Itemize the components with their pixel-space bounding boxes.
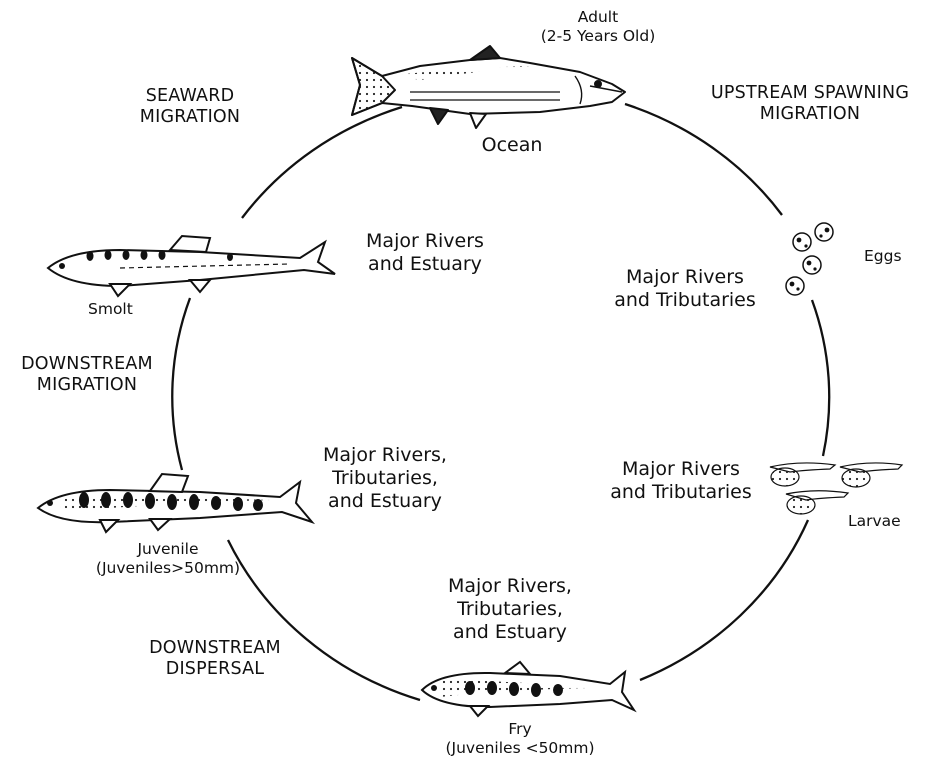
smolt-habitat-line-2: and Estuary bbox=[350, 253, 500, 276]
eggs-habitat-line-1: Major Rivers bbox=[600, 266, 770, 289]
eggs-habitat-line-2: and Tributaries bbox=[600, 289, 770, 312]
adult-stage-label: Adult (2-5 Years Old) bbox=[518, 8, 678, 45]
fry-stage-label: Fry (Juveniles <50mm) bbox=[430, 720, 610, 757]
larvae-illustration bbox=[770, 463, 902, 514]
larvae-habitat-line-1: Major Rivers bbox=[596, 458, 766, 481]
downstream-line-2: MIGRATION bbox=[2, 375, 172, 396]
seaward-line-2: MIGRATION bbox=[110, 107, 270, 128]
juvenile-habitat-label: Major Rivers, Tributaries, and Estuary bbox=[310, 444, 460, 512]
ocean-habitat-label: Ocean bbox=[452, 134, 572, 157]
eggs-illustration bbox=[786, 223, 833, 295]
downstream-line-1: DOWNSTREAM bbox=[2, 354, 172, 375]
juvenile-size: (Juveniles>50mm) bbox=[78, 559, 258, 578]
downstream-dispersal-line-1: DOWNSTREAM bbox=[130, 638, 300, 659]
fry-size: (Juveniles <50mm) bbox=[430, 739, 610, 758]
juvenile-habitat-line-2: Tributaries, bbox=[310, 467, 460, 490]
seaward-migration-label: SEAWARD MIGRATION bbox=[110, 86, 270, 128]
larvae-stage-label: Larvae bbox=[848, 512, 901, 531]
juvenile-habitat-line-1: Major Rivers, bbox=[310, 444, 460, 467]
larvae-habitat-label: Major Rivers and Tributaries bbox=[596, 458, 766, 504]
adult-salmon-illustration bbox=[352, 46, 625, 128]
eggs-stage-label: Eggs bbox=[864, 247, 902, 266]
fry-habitat-line-3: and Estuary bbox=[435, 621, 585, 644]
smolt-habitat-line-1: Major Rivers bbox=[350, 230, 500, 253]
upstream-spawning-line-1: UPSTREAM SPAWNING bbox=[690, 83, 929, 104]
smolt-stage-label: Smolt bbox=[88, 300, 133, 319]
smolt-habitat-label: Major Rivers and Estuary bbox=[350, 230, 500, 276]
adult-name: Adult bbox=[518, 8, 678, 27]
juvenile-stage-label: Juvenile (Juveniles>50mm) bbox=[78, 540, 258, 577]
downstream-migration-label: DOWNSTREAM MIGRATION bbox=[2, 354, 172, 396]
upstream-spawning-migration-label: UPSTREAM SPAWNING MIGRATION bbox=[690, 83, 929, 125]
eggs-habitat-label: Major Rivers and Tributaries bbox=[600, 266, 770, 312]
juvenile-name: Juvenile bbox=[78, 540, 258, 559]
smolt-illustration bbox=[48, 236, 335, 296]
downstream-dispersal-line-2: DISPERSAL bbox=[130, 659, 300, 680]
adult-age: (2-5 Years Old) bbox=[518, 27, 678, 46]
fry-habitat-line-1: Major Rivers, bbox=[435, 575, 585, 598]
juvenile-habitat-line-3: and Estuary bbox=[310, 490, 460, 513]
larvae-habitat-line-2: and Tributaries bbox=[596, 481, 766, 504]
fry-name: Fry bbox=[430, 720, 610, 739]
fry-illustration bbox=[422, 662, 634, 716]
seaward-line-1: SEAWARD bbox=[110, 86, 270, 107]
fry-habitat-line-2: Tributaries, bbox=[435, 598, 585, 621]
fry-habitat-label: Major Rivers, Tributaries, and Estuary bbox=[435, 575, 585, 643]
downstream-dispersal-label: DOWNSTREAM DISPERSAL bbox=[130, 638, 300, 680]
juvenile-illustration bbox=[38, 474, 312, 532]
upstream-spawning-line-2: MIGRATION bbox=[690, 104, 929, 125]
